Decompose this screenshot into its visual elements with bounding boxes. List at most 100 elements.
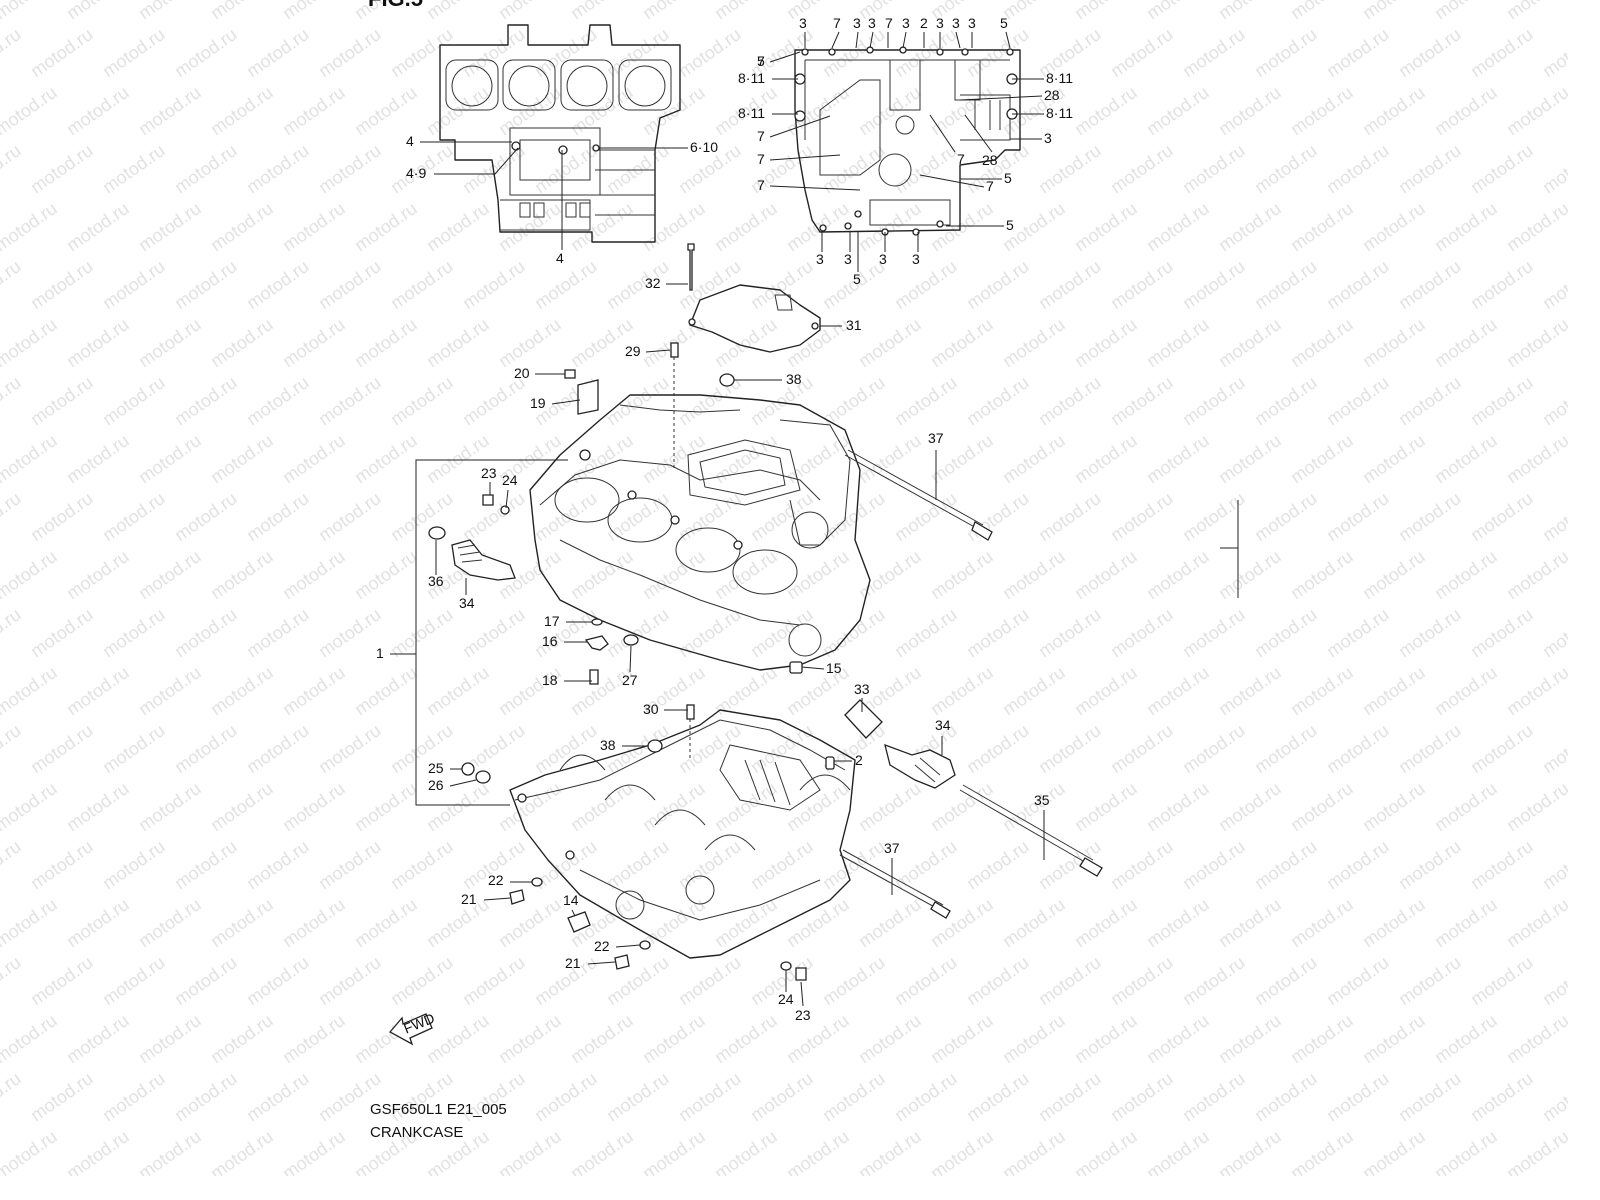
watermark-text: motod.ru	[495, 0, 565, 23]
watermark-text: motod.ru	[1287, 662, 1357, 719]
watermark-text: motod.ru	[279, 430, 349, 487]
main-callout-label: 2	[855, 752, 863, 768]
watermark-text: motod.ru	[1179, 372, 1249, 429]
watermark-text: motod.ru	[171, 720, 241, 777]
watermark-text: motod.ru	[531, 24, 601, 81]
watermark-text: motod.ru	[999, 1010, 1069, 1067]
watermark-text: motod.ru	[1179, 604, 1249, 661]
watermark-text: motod.ru	[711, 198, 781, 255]
watermark-text: motod.ru	[1251, 24, 1321, 81]
watermark-text: motod.ru	[1035, 720, 1105, 777]
watermark-text: motod.ru	[459, 604, 529, 661]
watermark-text: motod.ru	[135, 1126, 205, 1176]
top-right-callout-label: 3	[936, 15, 944, 31]
watermark-text: motod.ru	[999, 546, 1069, 603]
watermark-text: motod.ru	[135, 314, 205, 371]
watermark-text: motod.ru	[423, 198, 493, 255]
watermark-text: motod.ru	[1359, 430, 1429, 487]
watermark-text: motod.ru	[675, 720, 745, 777]
watermark-text: motod.ru	[675, 256, 745, 313]
watermark-text: motod.ru	[279, 662, 349, 719]
watermark-text: motod.ru	[135, 430, 205, 487]
watermark-text: motod.ru	[1251, 604, 1321, 661]
watermark-text: motod.ru	[1071, 430, 1141, 487]
watermark-text: motod.ru	[639, 546, 709, 603]
main-callout-label: 29	[625, 343, 641, 359]
watermark-text: motod.ru	[963, 372, 1033, 429]
top-right-callout-label: 3	[952, 15, 960, 31]
watermark-text: motod.ru	[1143, 662, 1213, 719]
watermark-text: motod.ru	[27, 372, 97, 429]
watermark-text: motod.ru	[1107, 952, 1177, 1009]
watermark-text: motod.ru	[1071, 1010, 1141, 1067]
watermark-text: motod.ru	[1287, 82, 1357, 139]
top-left-callout-label: 4	[556, 250, 564, 266]
watermark-text: motod.ru	[27, 488, 97, 545]
watermark-text: motod.ru	[99, 256, 169, 313]
top-right-callout-label: 5	[1006, 217, 1014, 233]
watermark-text: motod.ru	[423, 662, 493, 719]
watermark-text: motod.ru	[27, 1068, 97, 1125]
watermark-text: motod.ru	[927, 82, 997, 139]
watermark-text: motod.ru	[1359, 662, 1429, 719]
watermark-text: motod.ru	[747, 1068, 817, 1125]
top-left-leader-line	[434, 147, 519, 175]
watermark-text: motod.ru	[459, 952, 529, 1009]
watermark-text: motod.ru	[27, 256, 97, 313]
watermark-text: motod.ru	[495, 82, 565, 139]
watermark-text: motod.ru	[819, 1068, 889, 1125]
watermark-text: motod.ru	[927, 1126, 997, 1176]
watermark-text: motod.ru	[0, 720, 24, 777]
watermark-text: motod.ru	[639, 778, 709, 835]
watermark-text: motod.ru	[675, 24, 745, 81]
watermark-text: motod.ru	[243, 720, 313, 777]
top-right-callout-label: 7	[986, 178, 994, 194]
watermark-text: motod.ru	[963, 604, 1033, 661]
top-right-leader-line	[964, 114, 993, 153]
watermark-text: motod.ru	[1251, 256, 1321, 313]
watermark-text: motod.ru	[387, 488, 457, 545]
watermark-text: motod.ru	[963, 256, 1033, 313]
main-callout-label: 23	[795, 1007, 811, 1023]
top-right-callout-label: 5	[1000, 15, 1008, 31]
watermark-text: motod.ru	[1395, 1068, 1465, 1125]
main-leader-line	[505, 489, 509, 509]
top-right-leader-line	[769, 185, 861, 191]
watermark-text: motod.ru	[1035, 488, 1105, 545]
watermark-text: motod.ru	[315, 836, 385, 893]
watermark-text: motod.ru	[171, 836, 241, 893]
main-callout-label: 20	[514, 365, 530, 381]
watermark-text: motod.ru	[999, 314, 1069, 371]
watermark-text: motod.ru	[1467, 140, 1537, 197]
watermark-text: motod.ru	[1395, 836, 1465, 893]
watermark-text: motod.ru	[1251, 488, 1321, 545]
watermark-text: motod.ru	[1035, 256, 1105, 313]
watermark-text: motod.ru	[0, 894, 60, 951]
watermark-text: motod.ru	[531, 256, 601, 313]
watermark-text: motod.ru	[927, 198, 997, 255]
watermark-text: motod.ru	[1251, 720, 1321, 777]
watermark-text: motod.ru	[279, 198, 349, 255]
watermark-text: motod.ru	[1107, 24, 1177, 81]
watermark-text: motod.ru	[63, 82, 133, 139]
watermark-text: motod.ru	[0, 140, 24, 197]
watermark-text: motod.ru	[711, 314, 781, 371]
watermark-text: motod.ru	[1215, 82, 1285, 139]
watermark-text: motod.ru	[279, 314, 349, 371]
watermark-text: motod.ru	[603, 372, 673, 429]
watermark-text: motod.ru	[567, 778, 637, 835]
watermark-text: motod.ru	[567, 1010, 637, 1067]
watermark-text: motod.ru	[891, 604, 961, 661]
main-leader-line	[449, 779, 477, 787]
top-right-leader-line	[959, 95, 1043, 101]
watermark-text: motod.ru	[1503, 430, 1568, 487]
watermark-text: motod.ru	[603, 604, 673, 661]
watermark-text: motod.ru	[1035, 604, 1105, 661]
watermark-text: motod.ru	[0, 82, 60, 139]
top-right-callout-label: 3	[853, 15, 861, 31]
watermark-text: motod.ru	[1431, 778, 1501, 835]
watermark-text: motod.ru	[999, 0, 1069, 23]
watermark-text: motod.ru	[207, 198, 277, 255]
main-callout-label: 24	[778, 991, 794, 1007]
